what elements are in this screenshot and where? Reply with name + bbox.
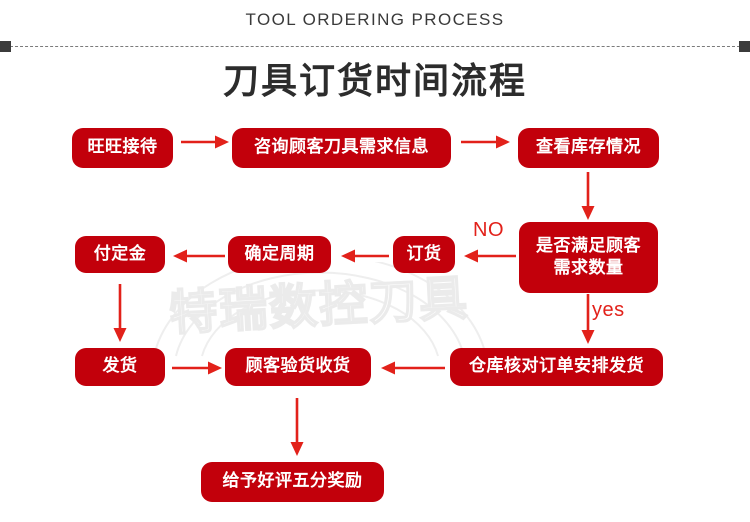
page-subtitle-english: TOOL ORDERING PROCESS [245,10,505,29]
arrow-customer-inspect-to-five-star-reward [290,398,311,460]
arrow-ship-goods-to-customer-inspect [172,358,226,378]
flow-node-place-order[interactable]: 订货 [393,236,455,273]
flow-node-inquire-customer-needs[interactable]: 咨询顾客刀具需求信息 [232,128,451,168]
flow-node-warehouse-verify-dispatch[interactable]: 仓库核对订单安排发货 [450,348,663,386]
header-divider [0,41,750,52]
arrow-place-order-to-confirm-lead-time [337,246,391,266]
flow-node-wangwang-reception[interactable]: 旺旺接待 [72,128,173,168]
page-title: 刀具订货时间流程 [222,61,527,102]
flow-node-confirm-lead-time[interactable]: 确定周期 [228,236,331,273]
arrow-check-inventory-to-decision [581,172,602,224]
arrow-confirm-lead-time-to-pay-deposit [169,246,227,266]
divider-dashed-line [10,46,740,47]
divider-cap-left-icon [0,41,11,52]
flow-node-customer-inspect-receive[interactable]: 顾客验货收货 [225,348,371,386]
flow-node-give-five-star-reward[interactable]: 给予好评五分奖励 [201,462,384,502]
arrow-warehouse-dispatch-to-customer-inspect [377,358,447,378]
flow-node-ship-goods[interactable]: 发货 [75,348,165,386]
flow-node-check-inventory[interactable]: 查看库存情况 [518,128,659,168]
arrow-decision-no-to-place-order [460,246,518,266]
brand-watermark: 特瑞数控刀具 [150,262,490,358]
arrow-reception-to-inquiry [181,132,231,152]
flow-node-decision-stock-sufficient[interactable]: 是否满足顾客 需求数量 [519,222,658,293]
branch-label-yes: yes [592,299,625,321]
divider-cap-right-icon [739,41,750,52]
arrow-inquiry-to-check-inventory [461,132,513,152]
arrow-pay-deposit-to-ship-goods [113,284,134,346]
branch-label-no: NO [473,219,504,241]
watermark-text: 特瑞数控刀具 [168,270,471,342]
flow-node-pay-deposit[interactable]: 付定金 [75,236,165,273]
